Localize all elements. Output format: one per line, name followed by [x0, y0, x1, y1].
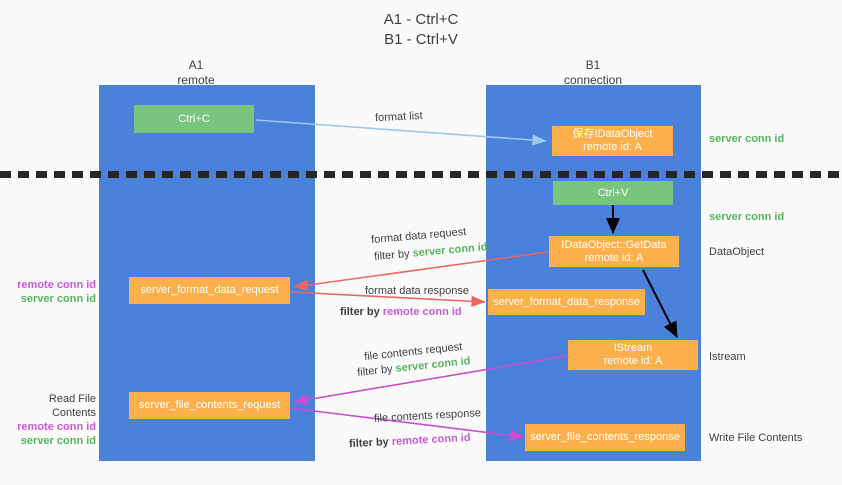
box-server-file-contents-response-label: server_file_contents_response: [530, 431, 680, 443]
lane-a1-role: remote: [177, 73, 215, 87]
box-save-idataobject-line1: 保存IDataObject: [572, 128, 653, 140]
box-ctrl-c[interactable]: Ctrl+C: [134, 105, 254, 133]
annotation-file-remote-conn-id: remote conn id: [17, 421, 96, 433]
annotation-file-server-conn-id: server conn id: [20, 435, 96, 447]
lane-b1-role: connection: [563, 73, 623, 87]
box-save-idataobject-line2: remote id: A: [583, 141, 642, 153]
lane-b1-name: B1: [585, 58, 601, 72]
annotation-read-file-contents: Read File Contents: [48, 393, 96, 419]
label-format-data-response: format data response: [365, 284, 469, 298]
box-server-file-contents-request-label: server_file_contents_request: [138, 399, 281, 411]
label-filter-prefix-4: filter by: [348, 435, 393, 451]
label-format-data-response-filter: filter by remote conn id: [340, 305, 462, 319]
title-line-1: A1 - Ctrl+C: [383, 11, 459, 28]
box-istream-line2: remote id: A: [603, 355, 663, 367]
box-server-format-data-request-label: server_format_data_request: [140, 284, 279, 296]
label-filter-prefix-1: filter by: [373, 247, 414, 263]
box-ctrl-c-label: Ctrl+C: [178, 112, 210, 125]
box-ctrl-v[interactable]: Ctrl+V: [553, 181, 673, 205]
box-server-format-data-response-label: server_format_data_response: [493, 295, 640, 308]
annotation-format-remote-conn-id: remote conn id: [17, 279, 96, 291]
box-server-format-data-response[interactable]: server_format_data_response: [488, 289, 645, 315]
annotation-server-conn-id-mid: server conn id: [709, 211, 785, 223]
box-server-file-contents-request[interactable]: server_file_contents_request: [129, 392, 290, 419]
box-idataobject-getdata-line2: remote id: A: [584, 251, 644, 264]
phase-divider: [0, 171, 842, 178]
lane-a1-name: A1: [188, 58, 204, 72]
annotation-format-server-conn-id: server conn id: [20, 293, 96, 305]
label-format-data-response-text: format data response: [365, 285, 469, 297]
box-server-file-contents-response[interactable]: server_file_contents_response: [525, 424, 685, 451]
box-idataobject-getdata-line1: IDataObject::GetData: [561, 238, 667, 251]
label-filter-value-2: remote conn id: [382, 306, 462, 318]
label-format-list-text: format list: [374, 109, 423, 125]
box-ctrl-v-label: Ctrl+V: [597, 186, 629, 199]
label-filter-value-1: server conn id: [412, 241, 489, 260]
lane-header-a1: A1 remote: [126, 58, 266, 88]
annotation-write-file-contents: Write File Contents: [709, 432, 803, 444]
label-filter-prefix-2: filter by: [340, 306, 383, 318]
box-save-idataobject[interactable]: 保存IDataObject remote id: A: [552, 126, 673, 156]
label-filter-value-4: remote conn id: [391, 431, 471, 448]
box-server-format-data-request[interactable]: server_format_data_request: [129, 277, 290, 304]
box-istream-line1: IStream: [613, 342, 653, 354]
annotation-istream: Istream: [709, 351, 746, 363]
annotation-read-file-contents-group: Read File Contents remote conn id server…: [4, 392, 96, 448]
annotation-server-conn-id-top: server conn id: [709, 133, 785, 145]
annotation-format-conn-ids: remote conn id server conn id: [8, 278, 96, 306]
lane-header-b1: B1 connection: [523, 58, 663, 88]
label-file-contents-response-text: file contents response: [373, 407, 482, 425]
label-file-contents-response: file contents response: [374, 406, 482, 426]
label-file-contents-response-filter: filter by remote conn id: [349, 431, 471, 451]
label-format-list: format list: [375, 109, 423, 125]
label-filter-prefix-3: filter by: [356, 362, 397, 379]
annotation-dataobject: DataObject: [709, 246, 765, 258]
page-title: A1 - Ctrl+C B1 - Ctrl+V: [0, 10, 842, 50]
box-idataobject-getdata[interactable]: IDataObject::GetData remote id: A: [549, 236, 679, 267]
box-istream[interactable]: IStream remote id: A: [568, 340, 698, 370]
title-line-2: B1 - Ctrl+V: [384, 31, 458, 48]
